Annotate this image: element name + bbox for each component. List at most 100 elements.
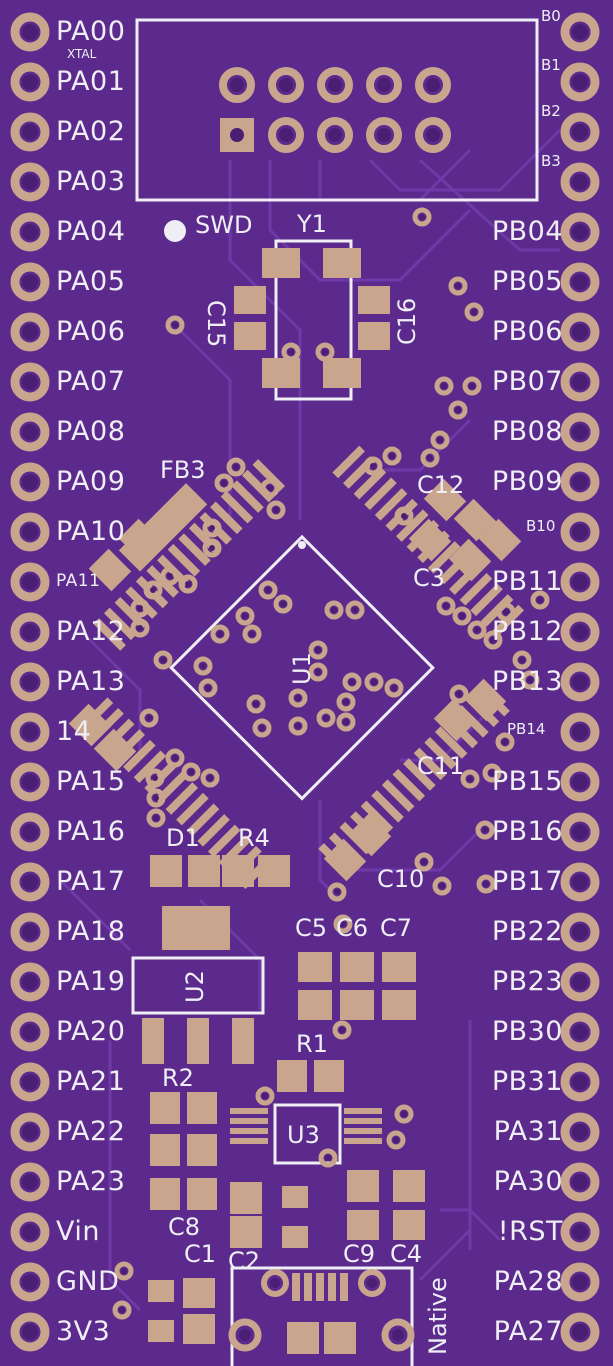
left-pin-label: PA06 bbox=[56, 316, 126, 347]
c15-label: C15 bbox=[202, 300, 230, 348]
via-hole bbox=[393, 1137, 399, 1143]
left-pin-hole bbox=[22, 824, 38, 840]
via-hole bbox=[519, 657, 525, 663]
r1-label: R1 bbox=[296, 1030, 328, 1058]
via bbox=[252, 718, 272, 738]
right-pin-label: PB04 bbox=[491, 216, 563, 247]
smd-pad bbox=[340, 952, 374, 982]
right-pin-pad bbox=[560, 1062, 600, 1102]
u1-pad bbox=[364, 477, 397, 511]
via-hole bbox=[340, 921, 346, 927]
via bbox=[530, 590, 550, 610]
right-pin-label: PA30 bbox=[493, 1166, 563, 1197]
left-pin-pad bbox=[10, 1312, 50, 1352]
via bbox=[146, 808, 166, 828]
left-pin-label: PA18 bbox=[56, 916, 126, 947]
via bbox=[288, 716, 308, 736]
smd-pad bbox=[316, 1273, 324, 1301]
via-hole bbox=[315, 647, 321, 653]
left-pin-pad bbox=[10, 462, 50, 502]
via-hole bbox=[469, 383, 475, 389]
right-pin-label: PB12 bbox=[491, 616, 563, 647]
left-pin-label: PA12 bbox=[56, 616, 126, 647]
left-pin-pad bbox=[10, 662, 50, 702]
u1-pad bbox=[167, 543, 201, 577]
right-pin-pad bbox=[560, 312, 600, 352]
via bbox=[476, 874, 496, 894]
left-pin-label: PA04 bbox=[56, 216, 126, 247]
left-pin-label: PA10 bbox=[56, 516, 126, 547]
via-hole bbox=[273, 507, 279, 513]
right-pin-hole bbox=[572, 174, 588, 190]
via bbox=[210, 624, 230, 644]
right-pin-pad bbox=[560, 1212, 600, 1252]
left-pin-label: 3V3 bbox=[56, 1316, 111, 1347]
smd-pad bbox=[148, 1320, 174, 1342]
right-pin-pad bbox=[560, 362, 600, 402]
right-pin-pad bbox=[560, 562, 600, 602]
left-pin-hole bbox=[22, 524, 38, 540]
right-pin-pad bbox=[560, 912, 600, 952]
via-hole bbox=[455, 283, 461, 289]
right-pin-hole bbox=[572, 924, 588, 940]
via-hole bbox=[323, 715, 329, 721]
header-hole bbox=[377, 128, 391, 142]
c5-label: C5 bbox=[295, 914, 328, 942]
smd-pad bbox=[292, 1273, 300, 1301]
c11-label: C11 bbox=[417, 752, 465, 780]
u3-outline bbox=[273, 1103, 342, 1165]
left-pin-hole bbox=[22, 674, 38, 690]
header-pad bbox=[268, 117, 304, 153]
header-pad bbox=[268, 67, 304, 103]
left-pin-hole bbox=[22, 874, 38, 890]
passive-pad bbox=[323, 838, 367, 882]
via bbox=[436, 596, 456, 616]
smd-pad bbox=[187, 1134, 217, 1166]
u1-pad bbox=[403, 758, 436, 791]
via-hole bbox=[295, 695, 301, 701]
right-pin-pad bbox=[560, 612, 600, 652]
u2-label: U2 bbox=[181, 970, 209, 1003]
left-pin-hole bbox=[22, 274, 38, 290]
c2-label: C2 bbox=[228, 1247, 261, 1275]
via bbox=[308, 662, 328, 682]
smd-pad bbox=[344, 1118, 382, 1124]
right-pin-label: PA27 bbox=[493, 1316, 563, 1347]
via-hole bbox=[172, 322, 178, 328]
left-pin-pad bbox=[10, 412, 50, 452]
passive-pad bbox=[93, 728, 137, 772]
smd-pad bbox=[323, 358, 361, 388]
right-pin-label: PB07 bbox=[491, 366, 563, 397]
via bbox=[432, 876, 452, 896]
left-pin-pad bbox=[10, 262, 50, 302]
via bbox=[316, 708, 336, 728]
smd-pad bbox=[277, 1060, 307, 1092]
u1-pad bbox=[231, 480, 264, 513]
usb-outline bbox=[230, 1266, 414, 1366]
smd-pad bbox=[262, 358, 300, 388]
passive-pad bbox=[478, 518, 522, 562]
u1-pad bbox=[197, 814, 230, 847]
via-hole bbox=[217, 631, 223, 637]
left-pin-pad bbox=[10, 712, 50, 752]
left-pin-label: PA22 bbox=[56, 1116, 126, 1147]
smd-pad bbox=[222, 855, 254, 887]
c1-label: C1 bbox=[184, 1240, 217, 1268]
left-pin-label: PA21 bbox=[56, 1066, 126, 1097]
via-hole bbox=[167, 573, 173, 579]
left-pin-hole bbox=[22, 124, 38, 140]
via-hole bbox=[119, 1307, 125, 1313]
left-pin-label: PA20 bbox=[56, 1016, 126, 1047]
smd-pad bbox=[262, 248, 300, 278]
via bbox=[308, 640, 328, 660]
smd-pad bbox=[162, 906, 230, 950]
usb-hole bbox=[367, 1278, 377, 1288]
u1-pad bbox=[470, 583, 503, 617]
via-hole bbox=[295, 723, 301, 729]
passive-pad bbox=[118, 518, 162, 562]
left-pin-hole bbox=[22, 74, 38, 90]
u1-pad bbox=[210, 501, 243, 535]
left-pin-label: PA13 bbox=[56, 666, 126, 697]
via-hole bbox=[288, 349, 294, 355]
